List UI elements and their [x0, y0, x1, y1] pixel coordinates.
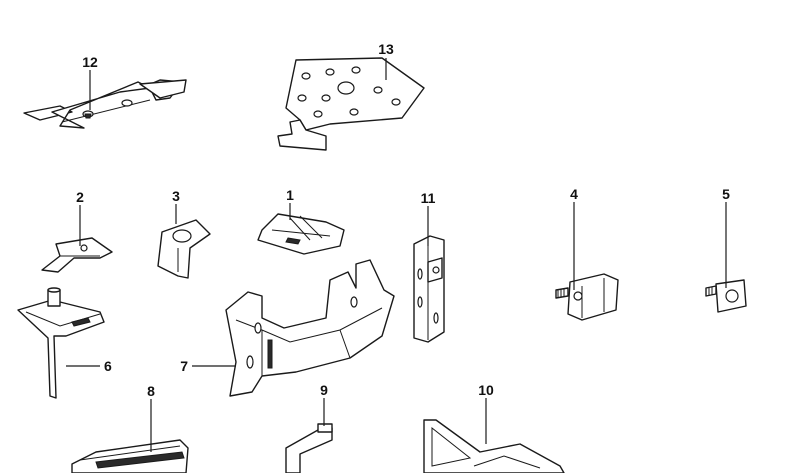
callout-9: 9 — [320, 382, 328, 398]
part-9-bracket[interactable] — [285, 423, 333, 473]
callout-2: 2 — [76, 189, 84, 205]
part-1-clip[interactable] — [257, 213, 345, 255]
callout-5: 5 — [722, 186, 730, 202]
callout-12: 12 — [82, 54, 98, 70]
part-13-plate[interactable] — [277, 57, 425, 151]
callout-11: 11 — [421, 190, 436, 206]
callout-1: 1 — [286, 187, 294, 203]
part-7-support[interactable] — [225, 259, 395, 397]
callout-7: 7 — [180, 358, 188, 374]
callout-13: 13 — [378, 41, 394, 57]
part-2-bracket[interactable] — [41, 237, 113, 273]
callout-8: 8 — [147, 383, 155, 399]
part-3-bracket[interactable] — [157, 219, 211, 279]
part-11-rail[interactable] — [413, 235, 445, 343]
part-6-bracket[interactable] — [17, 287, 105, 399]
part-10-frame[interactable] — [423, 419, 565, 473]
callout-10: 10 — [478, 382, 494, 398]
part-4-clip-nut[interactable] — [555, 273, 619, 321]
callout-6: 6 — [104, 358, 112, 374]
part-8-rail[interactable] — [71, 439, 189, 473]
part-5-clip-nut[interactable] — [705, 279, 747, 313]
callout-3: 3 — [172, 188, 180, 204]
callout-4: 4 — [570, 186, 578, 202]
part-12-bracket[interactable] — [23, 79, 187, 129]
